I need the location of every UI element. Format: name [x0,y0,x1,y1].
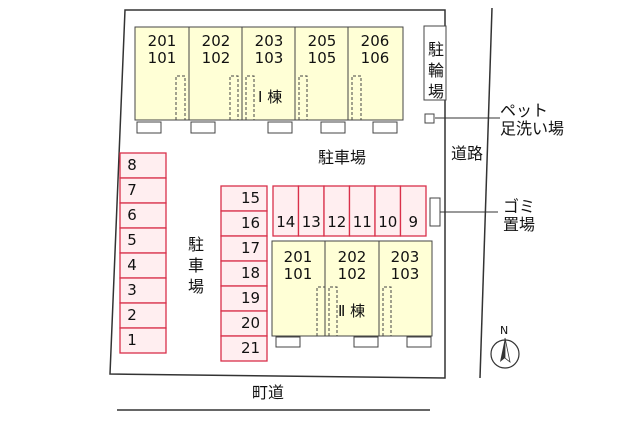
parking-slot-number: 5 [127,231,137,249]
town-road-label: 町道 [252,383,285,402]
parking-slot-number: 2 [127,306,137,324]
building-1-name: Ⅰ 棟 [258,88,283,106]
parking-label-left: 駐 車 場 [187,235,204,296]
north-compass-icon [490,337,520,369]
parking-slot-number: 15 [240,189,261,207]
parking-slot [119,252,167,279]
parking-label-top: 駐車場 [318,148,367,167]
parking-slot-number: 18 [240,264,261,282]
parking-slot-number: 20 [240,314,261,332]
parking-slot-number: 6 [127,206,137,224]
parking-slot-number: 19 [240,289,261,307]
parking-slot [399,185,427,237]
road-line-east [479,7,493,379]
garbage-station-box [429,197,441,227]
parking-slot [119,302,167,329]
site-boundary [109,9,446,379]
parking-slot-number: 8 [127,156,137,174]
garbage-station-label-1: ゴミ [503,197,536,216]
parking-slot-number: 7 [127,181,137,199]
parking-slot-number: 9 [408,213,419,231]
pet-foot-wash-box [424,113,435,124]
building-2-name: Ⅱ 棟 [338,302,366,320]
parking-slot [220,285,268,312]
parking-column-middle [220,185,268,362]
bicycle-parking [423,25,447,101]
parking-row-top [272,185,427,237]
parking-slot [272,185,300,237]
pet-foot-wash-label-2: 足洗い場 [500,119,565,138]
bicycle-parking-label: 駐 輪 場 [427,40,444,101]
building-2 [271,240,433,348]
parking-slot-number: 1 [127,331,137,349]
parking-slot [374,185,402,237]
road-label: 道路 [451,144,484,163]
building-1 [134,26,404,134]
north-label: N [500,324,509,337]
parking-slot [119,227,167,254]
parking-slot [348,185,376,237]
parking-slot [220,235,268,262]
parking-slot [220,210,268,237]
parking-slot-number: 4 [127,256,137,274]
parking-slot-number: 3 [127,281,137,299]
parking-slot [220,185,268,212]
parking-slot-number: 16 [240,214,261,232]
pet-foot-wash-label-1: ペット [500,101,549,120]
parking-slot-number: 10 [378,213,398,231]
parking-slot-number: 21 [240,339,261,357]
parking-slot [119,327,167,354]
parking-slot-number: 14 [276,213,296,231]
parking-slot-number: 13 [301,213,321,231]
parking-column-left [119,152,167,354]
parking-slot [297,185,325,237]
parking-slot-number: 11 [352,213,372,231]
parking-slot-number: 12 [327,213,347,231]
garbage-station-label-2: 置場 [503,215,536,234]
parking-slot [220,335,268,362]
parking-slot-number: 17 [240,239,261,257]
